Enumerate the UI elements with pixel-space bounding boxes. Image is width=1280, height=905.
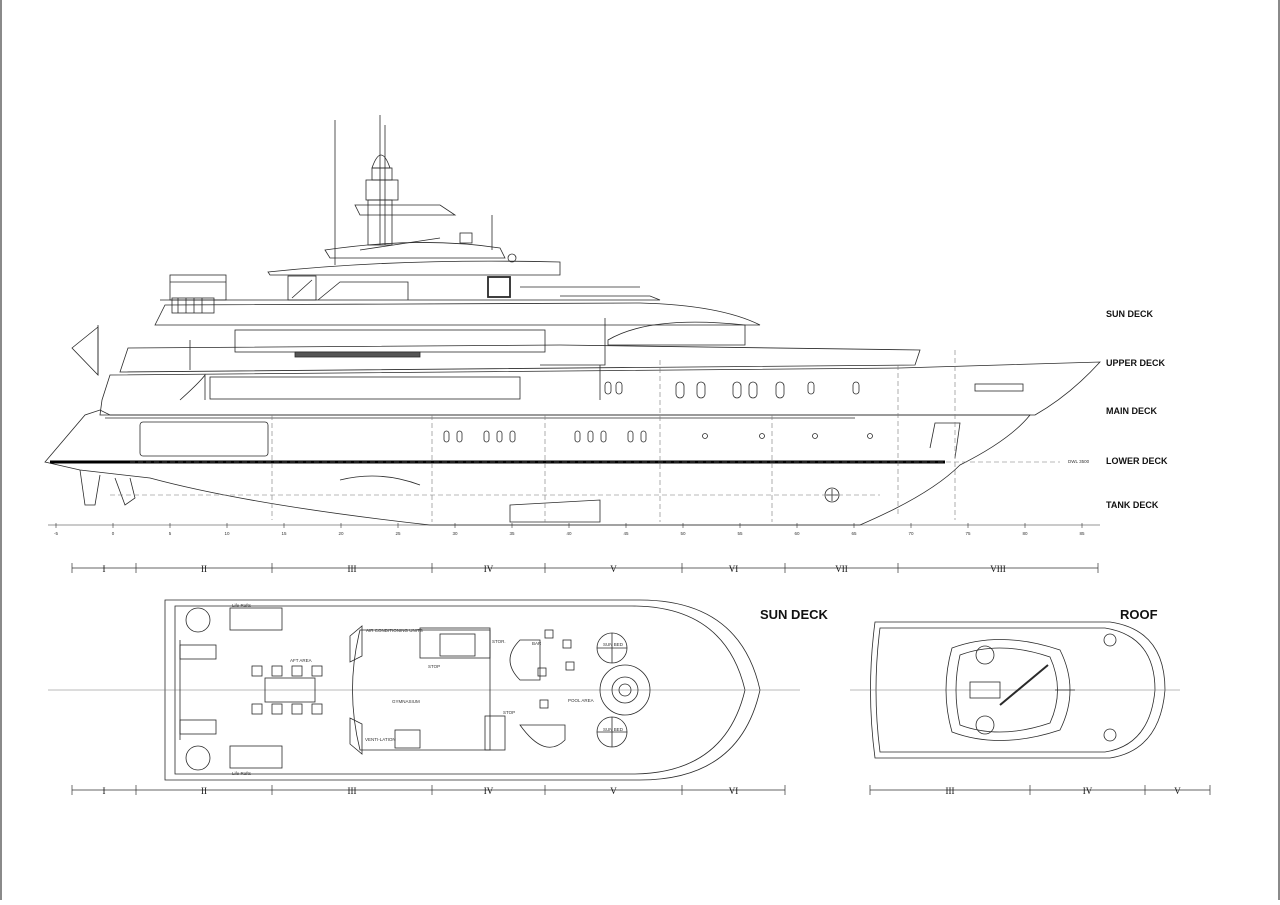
profile-zone-label: VI xyxy=(729,564,739,574)
sun-bed-label-top: SUN BED xyxy=(603,642,624,647)
deck-label-lower: LOWER DECK xyxy=(1106,456,1168,466)
frame-tick-label: 70 xyxy=(908,531,914,536)
frame-tick-label: 0 xyxy=(112,531,115,536)
sun-deck-zone-label: IV xyxy=(484,786,494,796)
frame-tick-label: 60 xyxy=(794,531,800,536)
frame-tick-label: 40 xyxy=(566,531,572,536)
deck-label-main: MAIN DECK xyxy=(1106,406,1157,416)
roof-zone-scale: III IV V xyxy=(869,785,1211,796)
sun-deck-room-labels: Life Rafts Life Rafts AFT AREA AIR CONDI… xyxy=(232,603,624,776)
deck-labels: SUN DECK UPPER DECK MAIN DECK LOWER DECK… xyxy=(1068,309,1168,510)
frame-tick-label: 15 xyxy=(281,531,287,536)
frame-tick-label: 35 xyxy=(509,531,515,536)
frame-tick-label: 75 xyxy=(965,531,971,536)
sun-bed-label-bottom: SUN BED xyxy=(603,727,624,732)
hull-portholes xyxy=(443,381,873,443)
frame-tick-label: 10 xyxy=(224,531,230,536)
frame-tick-label: 50 xyxy=(680,531,686,536)
roof-plan xyxy=(850,621,1180,759)
sun-deck-zone-label: VI xyxy=(729,786,739,796)
frame-tick-label: 25 xyxy=(395,531,401,536)
frame-tick-label: -5 xyxy=(54,531,58,536)
air-conditioning-label: AIR CONDITIONING UNITS xyxy=(366,628,423,633)
aft-area-label: AFT AREA xyxy=(290,658,312,663)
frame-scale: -5 0 5 10 15 20 25 30 35 40 45 50 55 60 65 70 75 80 85 xyxy=(54,523,1085,536)
roof-plan-title: ROOF xyxy=(1120,607,1158,622)
deck-label-tank: TANK DECK xyxy=(1106,500,1159,510)
roof-zone-label: III xyxy=(946,786,955,796)
upper-deck-level xyxy=(119,329,921,373)
sun-deck-zone-label: II xyxy=(201,786,207,796)
sheet-left-border xyxy=(0,0,2,900)
profile-zone-label: II xyxy=(201,564,207,574)
deck-label-sun: SUN DECK xyxy=(1106,309,1154,319)
stop-label-2: STOP xyxy=(503,710,515,715)
roof-zone-label: V xyxy=(1174,786,1181,796)
sun-deck-zone-label: I xyxy=(103,786,106,796)
stern-flag xyxy=(71,325,99,376)
frame-tick-label: 55 xyxy=(737,531,743,536)
profile-zone-label: VII xyxy=(835,564,848,574)
sun-deck-zone-label: V xyxy=(610,786,617,796)
profile-zone-label: I xyxy=(103,564,106,574)
frame-tick-label: 80 xyxy=(1022,531,1028,536)
storage-label: STOR. xyxy=(492,639,506,644)
frame-tick-label: 45 xyxy=(623,531,629,536)
profile-zone-label: V xyxy=(610,564,617,574)
roof-deck-superstructure xyxy=(160,242,661,301)
sun-deck-zone-label: III xyxy=(348,786,357,796)
life-rafts-label-top: Life Rafts xyxy=(232,603,252,608)
bar-label: BAR xyxy=(532,641,542,646)
profile-zone-label: III xyxy=(348,564,357,574)
sun-deck-plan-title: SUN DECK xyxy=(760,607,829,622)
radar-mast xyxy=(334,115,517,265)
stop-label-1: STOP xyxy=(428,664,440,669)
sheet-right-border xyxy=(1278,0,1280,900)
gymnasium-label: GYMNASIUM xyxy=(392,699,420,704)
sun-deck-level xyxy=(154,297,761,366)
deck-label-upper: UPPER DECK xyxy=(1106,358,1166,368)
yacht-profile-view xyxy=(44,115,1101,526)
frame-tick-label: 85 xyxy=(1079,531,1085,536)
profile-zone-label: IV xyxy=(484,564,494,574)
profile-zone-label: VIII xyxy=(990,564,1006,574)
dwl-label: DWL 3500 xyxy=(1068,459,1090,464)
hull xyxy=(44,409,1031,526)
roof-zone-label: IV xyxy=(1083,786,1093,796)
frame-tick-label: 30 xyxy=(452,531,458,536)
ventilation-label: VENTI-LATION xyxy=(365,737,396,742)
sun-deck-plan xyxy=(48,599,800,781)
pool-area-label: POOL AREA xyxy=(568,698,594,703)
bulkhead-lines xyxy=(110,350,1060,522)
frame-tick-label: 5 xyxy=(169,531,172,536)
frame-tick-label: 65 xyxy=(851,531,857,536)
main-deck-level xyxy=(99,361,1101,416)
life-rafts-label-bottom: Life Rafts xyxy=(232,771,252,776)
frame-tick-label: 20 xyxy=(338,531,344,536)
